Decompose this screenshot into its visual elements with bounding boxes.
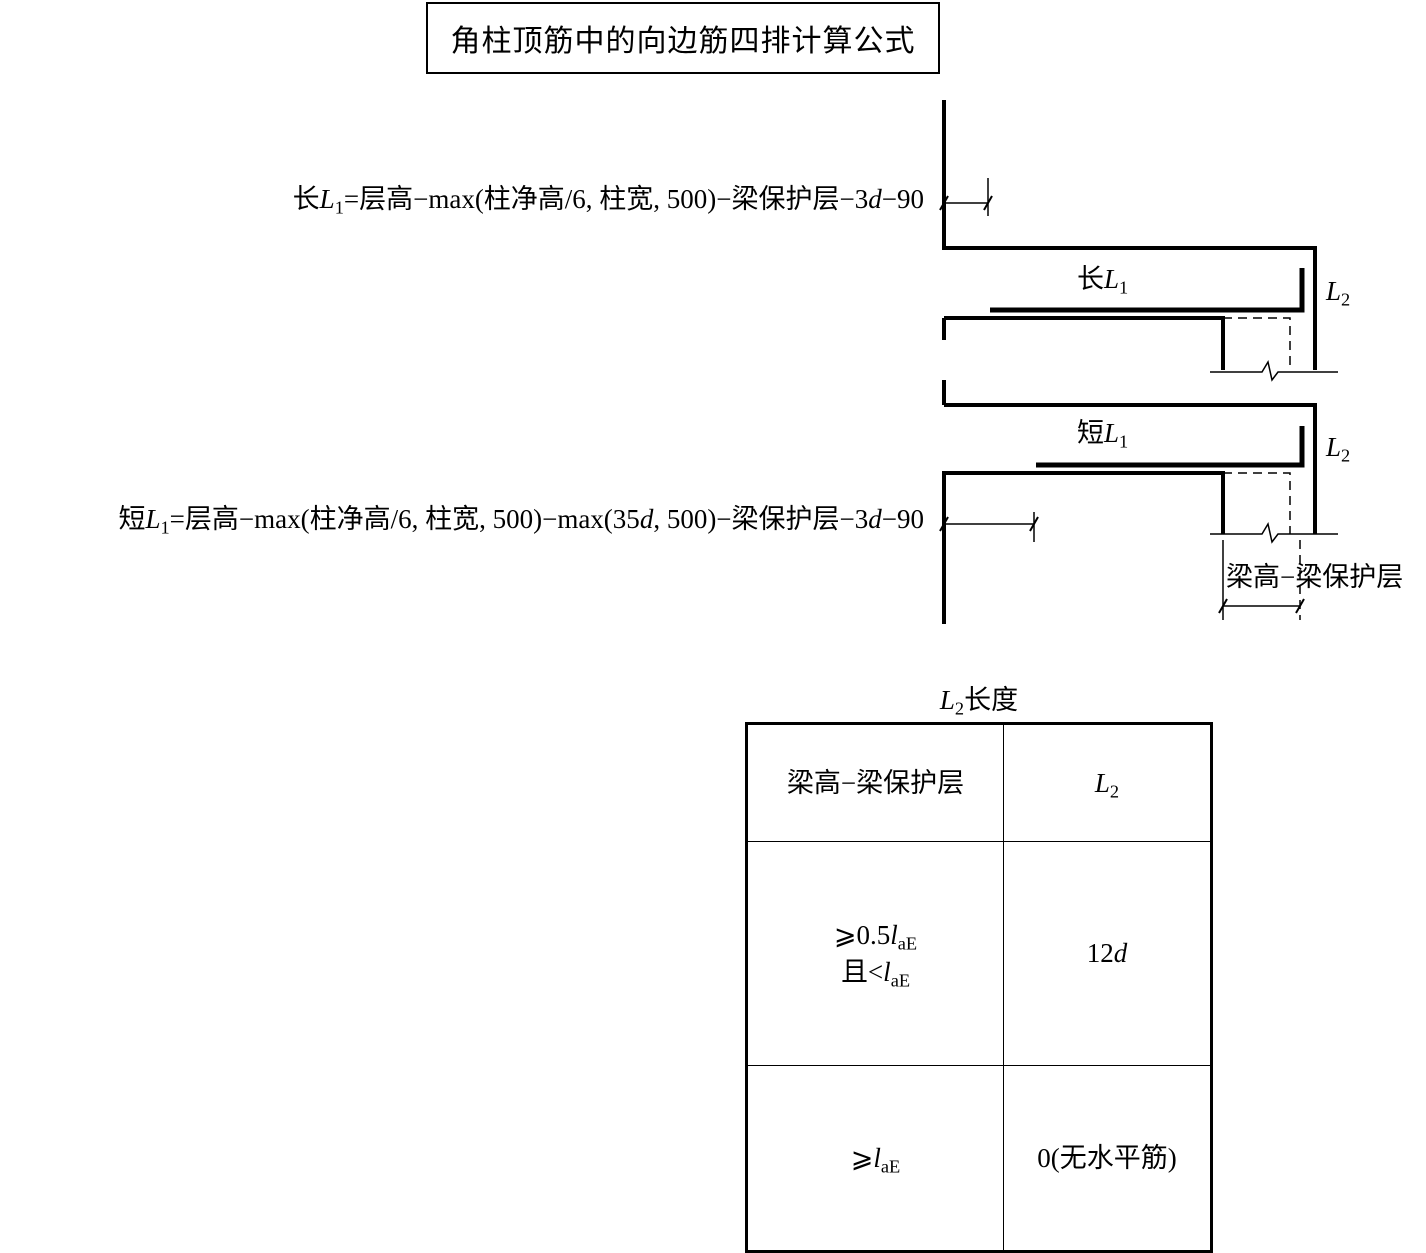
dim-long-slash-right: [983, 195, 993, 211]
table-cell-condition: 梁高−梁保护层: [746, 723, 1004, 842]
formula-sub: 1: [160, 517, 170, 538]
formula-expr: =层高−max(柱净高/6, 柱宽, 500)−梁保护层−3: [343, 184, 869, 214]
formula-sub: 1: [334, 197, 344, 218]
table-cell-condition: ⩾0.5laE 且<laE: [746, 841, 1004, 1066]
dim-short-slash-left: [939, 516, 949, 532]
formula-d2: d: [868, 504, 882, 534]
label-var: L: [1326, 432, 1342, 462]
cell-var: l: [883, 956, 891, 987]
label-l2-upper: L2: [1326, 276, 1350, 309]
table-cell-value: 12d: [1003, 841, 1212, 1066]
formula-expr-mid: , 500)−梁保护层−3: [653, 504, 869, 534]
cell-text: 12: [1086, 938, 1114, 969]
label-text: 梁高−梁保护层: [1226, 562, 1404, 592]
dim-beam-slash-left: [1218, 598, 1228, 614]
label-var: L: [1104, 418, 1120, 448]
diagram-title: 角柱顶筋中的向边筋四排计算公式: [426, 2, 940, 74]
upper-beam-line: [944, 316, 1225, 370]
cell-text: 0(无水平筋): [1037, 1142, 1177, 1173]
dim-short-slash-right: [1029, 516, 1039, 532]
formula-var: L: [145, 504, 161, 534]
label-var: L: [1326, 276, 1342, 306]
label-sub: 1: [1119, 277, 1129, 298]
cell-var: l: [890, 920, 898, 951]
cell-var: L: [1094, 767, 1110, 798]
dim-beam-slash-right: [1295, 598, 1305, 614]
formula-expr-end: −90: [881, 184, 924, 214]
short-l1-bar: [1036, 426, 1305, 468]
formula-expr: =层高−max(柱净高/6, 柱宽, 500)−max(35: [169, 504, 640, 534]
formula-var: L: [319, 184, 335, 214]
label-prefix: 长: [1077, 264, 1104, 294]
l2-length-table: 梁高−梁保护层 L2 ⩾0.5laE 且<laE 12d ⩾laE 0(无水平筋…: [745, 722, 1213, 1253]
label-sub: 2: [1341, 445, 1351, 466]
formula-prefix: 短: [118, 504, 146, 534]
label-prefix: 短: [1077, 418, 1104, 448]
cell-text: ⩾0.5: [833, 920, 891, 951]
cell-line-2: 且<laE: [748, 954, 1003, 990]
table-caption: L2长度: [745, 678, 1213, 719]
column-outer-lower: [944, 403, 1317, 534]
cell-line-1: ⩾0.5laE: [748, 917, 1003, 953]
column-outer-upper: [942, 100, 1317, 370]
dim-long-slash-left: [939, 195, 949, 211]
label-beam-height: 梁高−梁保护层: [1226, 564, 1403, 591]
cell-sub: aE: [890, 970, 911, 990]
upper-break-line: [1210, 360, 1338, 382]
cell-text: 且<: [840, 956, 884, 987]
long-l1-bar: [990, 268, 1305, 313]
cell-text: ⩾: [850, 1142, 874, 1173]
caption-text: 长度: [964, 685, 1019, 715]
label-long-l1: 长L1: [1077, 264, 1128, 297]
label-l2-lower: L2: [1326, 432, 1350, 465]
table-cell-value: L2: [1003, 723, 1212, 842]
label-sub: 2: [1341, 289, 1351, 310]
cell-sub: 2: [1109, 781, 1120, 802]
rebar-drawing: [939, 100, 1338, 624]
table-cell-value: 0(无水平筋): [1003, 1065, 1212, 1252]
table-row: ⩾0.5laE 且<laE 12d: [746, 841, 1212, 1066]
upper-beam-dashed: [1223, 317, 1291, 370]
cell-var: l: [873, 1142, 881, 1173]
lower-beam-line: [942, 471, 1225, 624]
table-cell-condition: ⩾laE: [746, 1065, 1004, 1252]
cell-var: d: [1113, 938, 1128, 969]
formula-prefix: 长: [292, 184, 320, 214]
label-short-l1: 短L1: [1077, 418, 1128, 451]
title-text: 角柱顶筋中的向边筋四排计算公式: [450, 25, 916, 58]
caption-var: L: [939, 685, 955, 715]
formula-expr-end: −90: [881, 504, 924, 534]
table-row: ⩾laE 0(无水平筋): [746, 1065, 1212, 1252]
long-l1-formula: 长L1=层高−max(柱净高/6, 柱宽, 500)−梁保护层−3d−90: [292, 184, 924, 217]
label-sub: 1: [1119, 431, 1129, 452]
lower-beam-dashed: [1223, 472, 1291, 534]
cell-text: 梁高−梁保护层: [786, 767, 965, 798]
cell-sub: aE: [897, 933, 918, 954]
cell-sub: aE: [880, 1156, 901, 1177]
formula-d: d: [639, 504, 654, 534]
short-l1-formula: 短L1=层高−max(柱净高/6, 柱宽, 500)−max(35d, 500)…: [118, 504, 924, 537]
table-row: 梁高−梁保护层 L2: [746, 723, 1212, 842]
formula-d: d: [868, 184, 882, 214]
label-var: L: [1104, 264, 1120, 294]
caption-sub: 2: [954, 698, 965, 719]
lower-break-line: [1210, 522, 1338, 544]
